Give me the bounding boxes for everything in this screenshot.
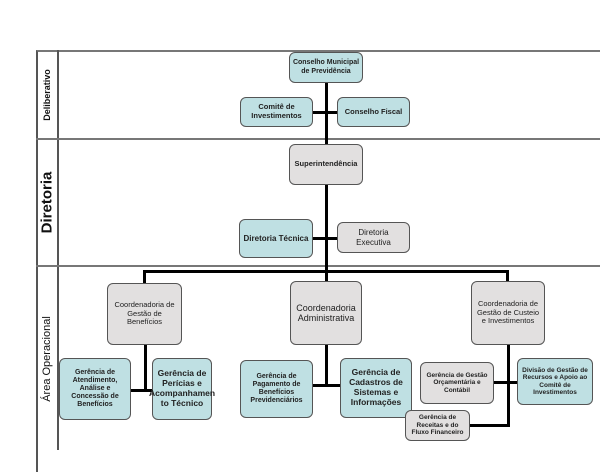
box-ger-orcamentaria[interactable]: Gerência de Gestão Orçamentária e Contáb…: [420, 362, 494, 404]
box-label: Diretoria Técnica: [243, 233, 309, 243]
box-ger-pericias[interactable]: Gerência de Perícias e Acompanhamen to T…: [148, 358, 216, 420]
connector: [506, 270, 509, 282]
row-label-text: Deliberativo: [42, 69, 52, 121]
box-label: Gerência de Atendimento, Análise e Conce…: [71, 368, 119, 409]
row-divider: [36, 138, 600, 140]
box-label: Superintendência: [294, 159, 358, 169]
box-label: Gerência de Pagamento de Benefícios Prev…: [250, 372, 303, 405]
box-label: Coordenadoria de Gestão de Custeio e Inv…: [476, 299, 540, 326]
box-label: Comitê de Investimentos: [251, 102, 302, 120]
box-label: Divisão de Gestão de Recursos e Apoio ao…: [522, 366, 588, 396]
box-ger-receitas[interactable]: Gerência de Receitas e do Fluxo Financei…: [405, 410, 470, 441]
org-chart-frame: [36, 50, 600, 472]
row-label-diretoria: Diretoria: [36, 140, 58, 265]
row-label-operacional: Área Operacional: [36, 267, 58, 450]
connector: [325, 272, 328, 282]
box-diretoria-executiva[interactable]: Diretoria Executiva: [337, 222, 410, 253]
box-label: Gerência de Perícias e Acompanhamen to T…: [148, 368, 216, 408]
box-coord-beneficios[interactable]: Coordenadoria de Gestão de Benefícios: [107, 283, 182, 345]
box-comite-investimentos[interactable]: Comitê de Investimentos: [240, 97, 313, 127]
row-label-deliberativo: Deliberativo: [36, 52, 58, 138]
box-coord-administrativa[interactable]: Coordenadoria Administrativa: [290, 281, 362, 345]
connector: [494, 381, 518, 384]
label-column-divider: [57, 50, 59, 450]
box-label: Gerência de Cadastros de Sistemas e Info…: [349, 367, 403, 407]
connector: [470, 424, 510, 427]
connector: [313, 384, 341, 387]
row-label-text: Diretoria: [38, 171, 56, 234]
connector-bus: [143, 270, 509, 273]
box-conselho-municipal[interactable]: Conselho Municipal de Previdência: [289, 52, 363, 83]
box-div-recursos[interactable]: Divisão de Gestão de Recursos e Apoio ao…: [517, 358, 593, 405]
connector: [313, 111, 338, 114]
connector: [325, 345, 328, 386]
connector: [131, 389, 153, 392]
box-ger-pagamento[interactable]: Gerência de Pagamento de Benefícios Prev…: [240, 360, 313, 418]
connector: [313, 237, 338, 240]
box-label: Diretoria Executiva: [356, 228, 391, 247]
row-divider: [36, 265, 600, 267]
box-label: Coordenadoria Administrativa: [296, 302, 356, 323]
row-label-text: Área Operacional: [41, 315, 54, 402]
box-label: Conselho Fiscal: [344, 106, 403, 116]
box-ger-cadastros[interactable]: Gerência de Cadastros de Sistemas e Info…: [340, 358, 412, 418]
connector: [144, 345, 147, 391]
box-label: Conselho Municipal de Previdência: [292, 59, 360, 75]
box-label: Gerência de Gestão Orçamentária e Contáb…: [426, 371, 488, 394]
box-coord-custeio[interactable]: Coordenadoria de Gestão de Custeio e Inv…: [471, 281, 545, 345]
box-ger-atendimento[interactable]: Gerência de Atendimento, Análise e Conce…: [59, 358, 131, 420]
box-superintendencia[interactable]: Superintendência: [289, 144, 363, 185]
connector: [143, 270, 146, 284]
box-diretoria-tecnica[interactable]: Diretoria Técnica: [239, 219, 313, 258]
box-label: Gerência de Receitas e do Fluxo Financei…: [411, 414, 464, 437]
box-conselho-fiscal[interactable]: Conselho Fiscal: [337, 97, 410, 127]
box-label: Coordenadoria de Gestão de Benefícios: [114, 300, 175, 327]
connector: [507, 345, 510, 427]
